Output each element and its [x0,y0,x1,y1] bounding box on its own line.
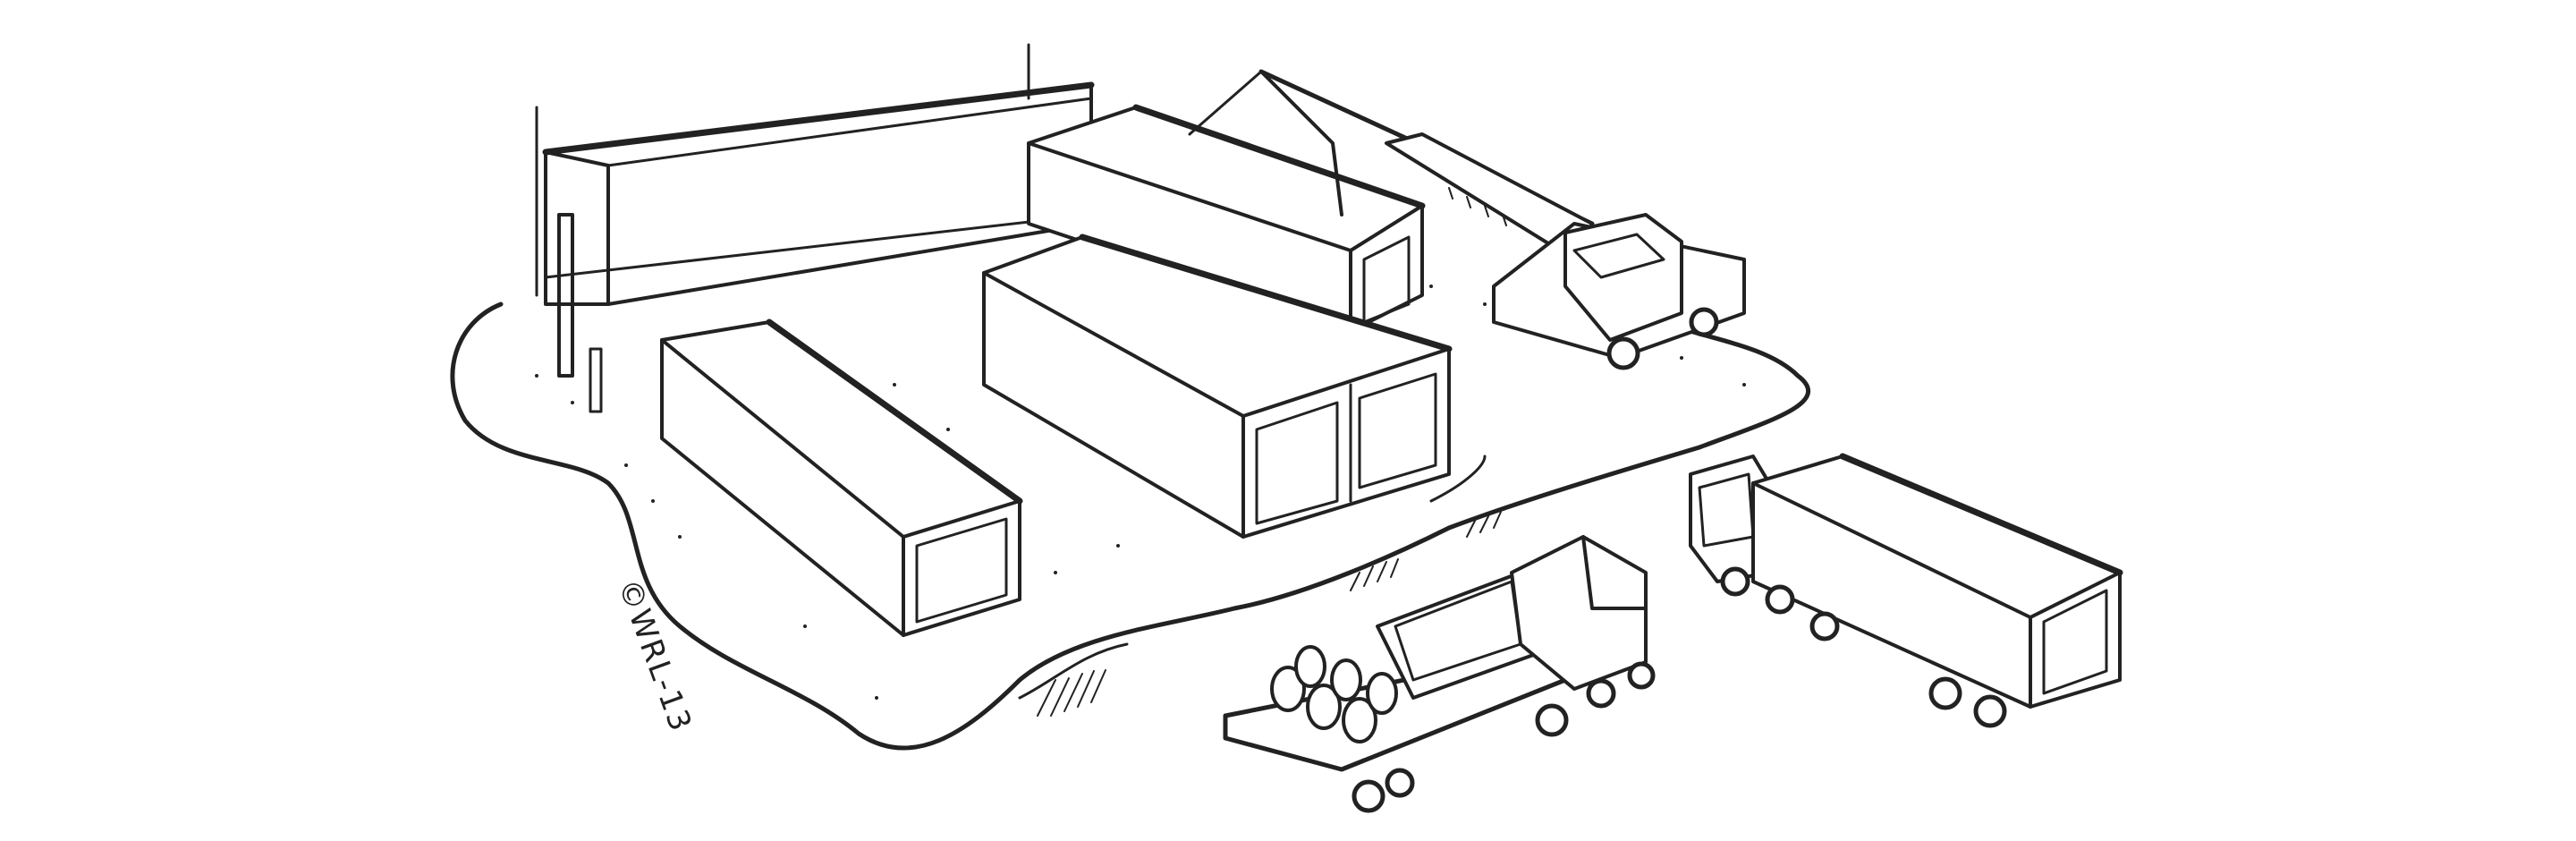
log-pile [1270,645,1398,743]
crane [1188,69,1746,370]
long-container [660,319,1023,637]
log-truck [1223,535,1656,813]
container-truck [1689,453,2123,728]
warehouse-building [535,43,1095,413]
upper-container [1027,104,1426,333]
yard-ground [450,285,1811,751]
lower-container [982,234,1453,539]
